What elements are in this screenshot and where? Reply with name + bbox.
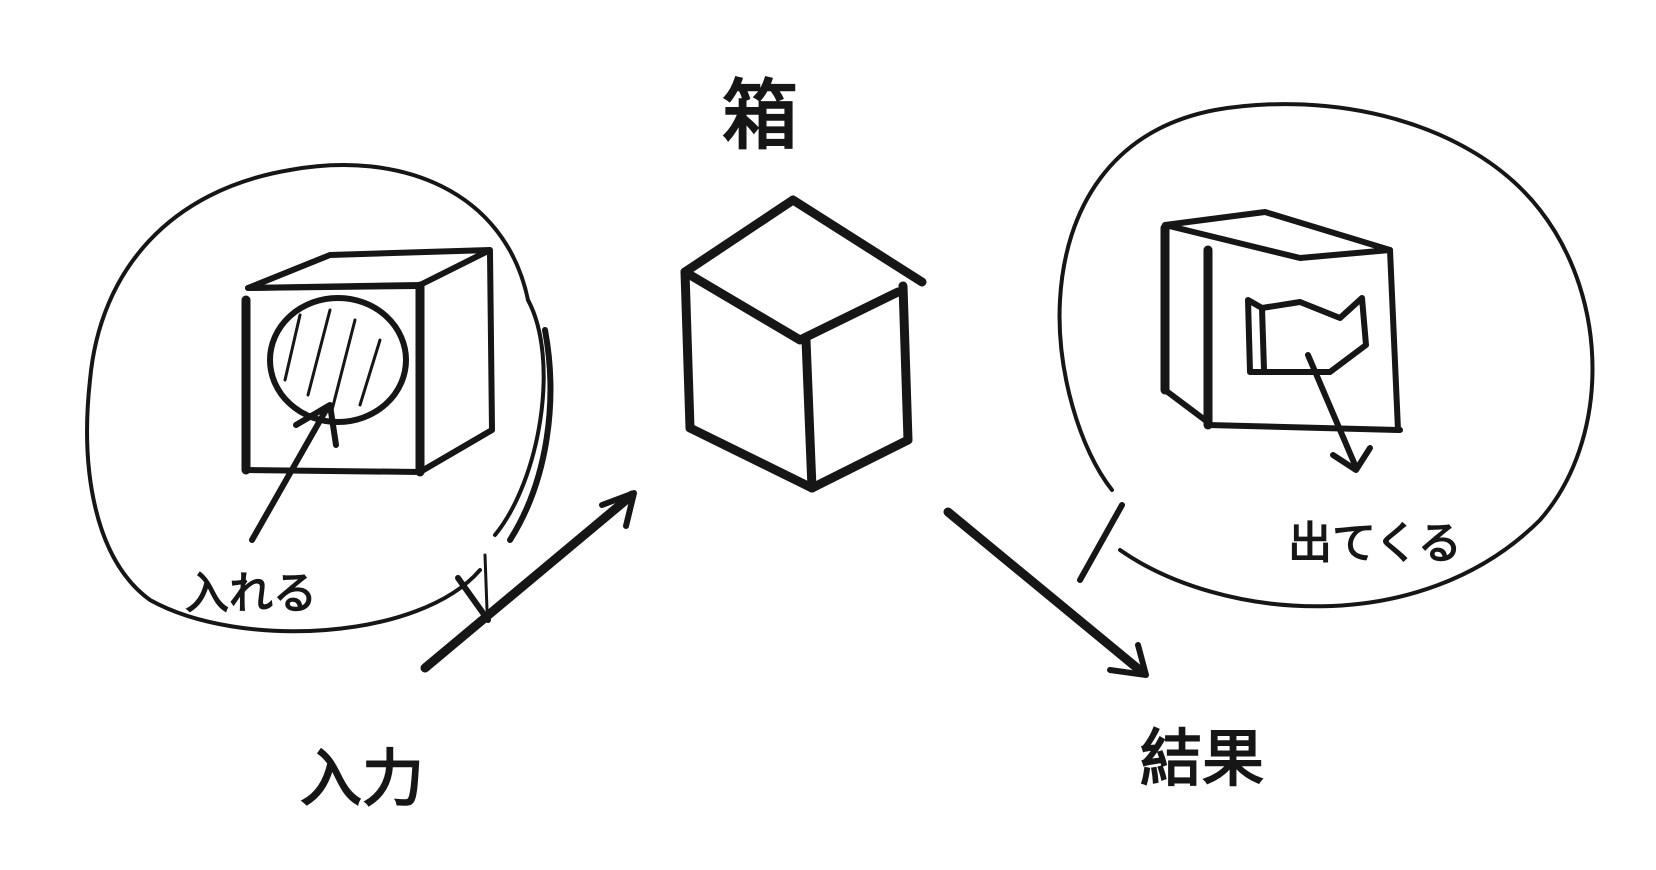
input-box-icon <box>241 247 495 543</box>
result-circle <box>1057 102 1595 609</box>
input-arrow <box>420 490 637 673</box>
box-label: 箱 <box>722 71 798 160</box>
result-arrow <box>943 507 1149 678</box>
result-label: 結果 <box>1140 722 1264 795</box>
box-cube <box>680 195 927 493</box>
result-box-icon <box>1160 209 1403 473</box>
input-label: 入力 <box>300 742 424 815</box>
put-in-label: 入れる <box>185 568 317 619</box>
input-circle <box>85 163 554 634</box>
come-out-label: 出てくる <box>1288 518 1462 569</box>
